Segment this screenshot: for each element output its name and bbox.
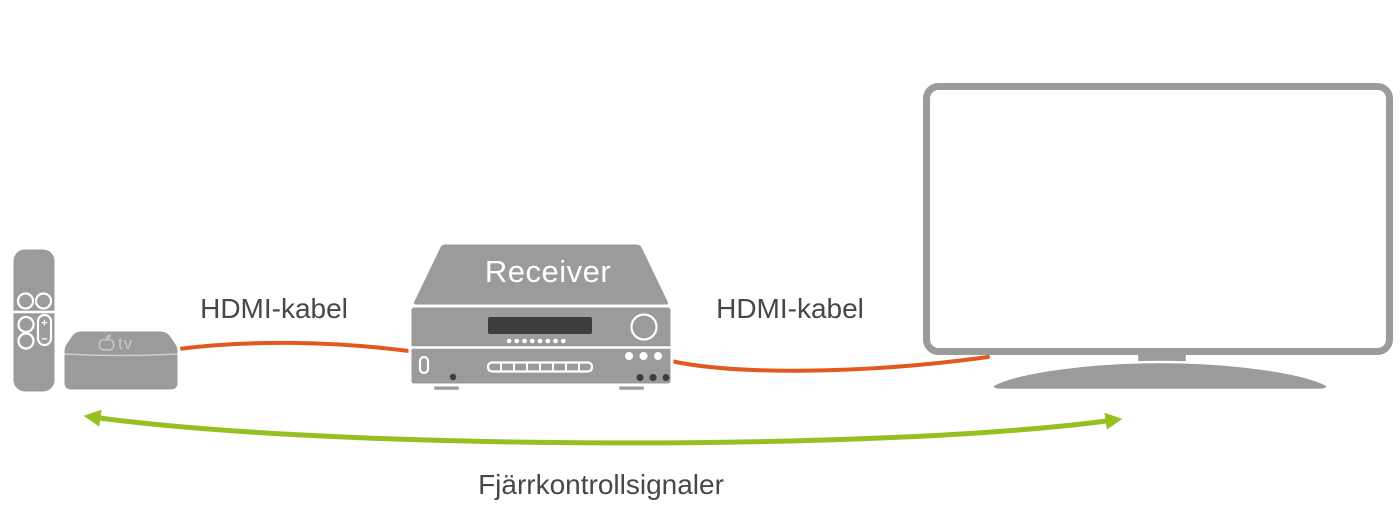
remote-signal-label: Fjärrkontrollsignaler <box>478 469 724 500</box>
siri-remote: + − <box>10 246 58 395</box>
hdmi-label-right: HDMI-kabel <box>716 293 864 324</box>
apple-tv-logo-text: tv <box>118 334 133 353</box>
apple-tv-body <box>61 328 181 393</box>
receiver-volume-knob <box>630 313 658 341</box>
remote-volume-rocker <box>36 313 53 347</box>
receiver: Receiver <box>408 241 674 393</box>
remote-mic-button <box>34 292 53 310</box>
receiver-display <box>488 317 592 334</box>
remote-play-pause-button <box>17 332 35 350</box>
remote-signal-arrow <box>83 409 1123 446</box>
remote-volume-minus-label: − <box>41 334 47 346</box>
receiver-phones-jack <box>449 373 457 381</box>
receiver-body <box>408 304 674 387</box>
hdmi-cable-right <box>669 355 990 373</box>
remote-body <box>10 246 58 395</box>
tv-stand <box>991 360 1329 392</box>
receiver-button-strip-dividers <box>500 362 580 372</box>
apple-tv-box: tv <box>61 328 181 393</box>
remote-volume-plus-label: + <box>41 318 47 330</box>
receiver-title: Receiver <box>485 254 611 289</box>
hdmi-label-left: HDMI-kabel <box>200 293 348 324</box>
tv <box>923 83 1393 392</box>
receiver-power-button <box>418 355 430 375</box>
apple-logo-icon <box>98 334 115 351</box>
apple-tv-top-edge <box>63 353 179 357</box>
remote-menu-button <box>16 292 35 310</box>
remote-back-button <box>17 315 35 334</box>
tv-screen <box>933 93 1383 345</box>
hdmi-cable-left <box>176 340 411 353</box>
